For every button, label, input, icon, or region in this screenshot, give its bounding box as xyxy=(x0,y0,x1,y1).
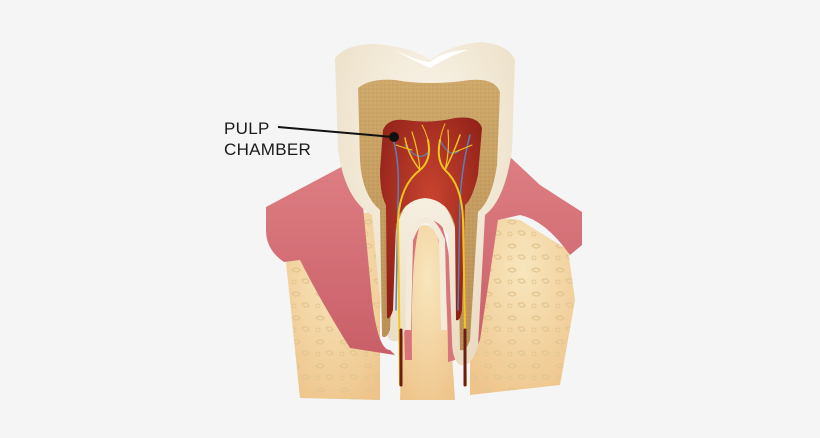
pulp-chamber-label: PULP CHAMBER xyxy=(224,118,311,160)
label-line-1: PULP xyxy=(224,119,270,138)
pulp-chamber xyxy=(380,117,482,321)
nerves-and-vessels xyxy=(391,123,473,387)
pulp-chamber-pointer xyxy=(277,126,399,142)
label-line-2: CHAMBER xyxy=(224,140,312,159)
